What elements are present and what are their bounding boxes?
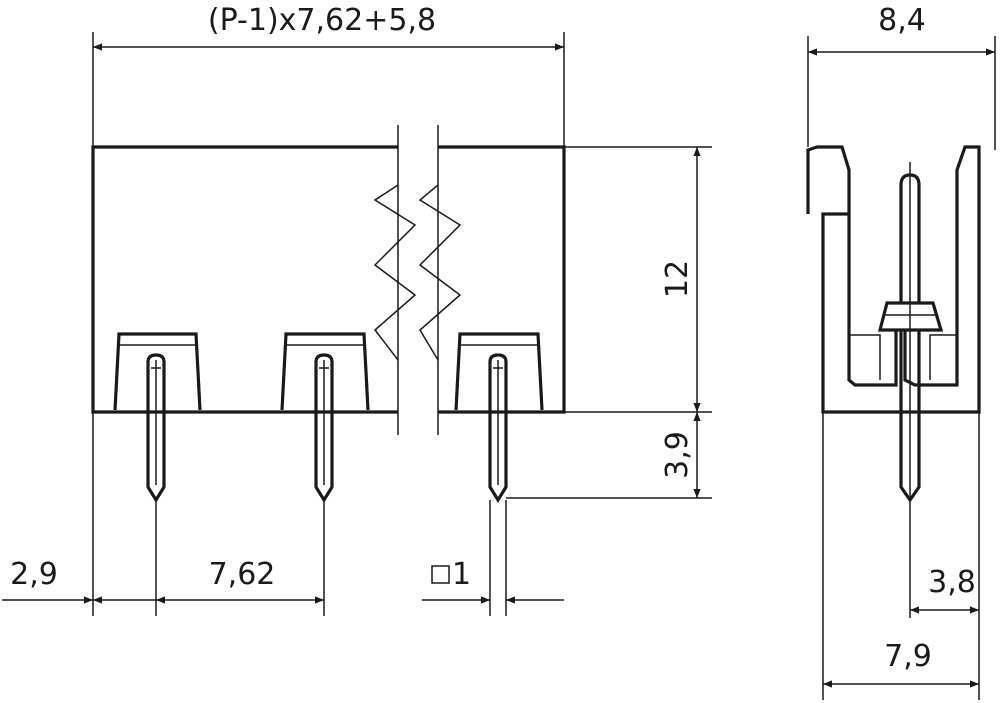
- dim-overall-width: (P-1)x7,62+5,8: [208, 3, 436, 38]
- front-body-left: [91, 145, 398, 414]
- pin-2: [314, 353, 334, 504]
- front-view: [91, 125, 566, 504]
- square-symbol: [431, 565, 450, 584]
- dim-height: 12: [660, 260, 695, 298]
- dim-pin-pitch: 7,62: [209, 557, 276, 592]
- break-zigzag-left: [373, 184, 417, 361]
- front-dimensions: (P-1)x7,62+5,8 12 3,9 2,9 7,62 1: [2, 3, 712, 616]
- side-body-outline: [806, 145, 981, 414]
- dim-pin-protrusion: 3,9: [660, 431, 695, 479]
- pin-3: [488, 353, 508, 504]
- side-pin-collar: [877, 301, 944, 332]
- pin-pocket-1: [113, 332, 202, 411]
- pin-1: [146, 353, 166, 504]
- dim-pin-square: 1: [452, 557, 471, 592]
- side-inner-left: [847, 214, 898, 387]
- break-zigzag-right: [418, 184, 462, 361]
- dim-side-width-top: 8,4: [878, 3, 926, 38]
- dim-side-width-bottom: 7,9: [884, 639, 932, 674]
- pin-pocket-3: [454, 332, 544, 411]
- side-dimensions: 8,4 3,8 7,9: [807, 3, 996, 700]
- front-body-right: [438, 145, 566, 414]
- side-view: [806, 145, 981, 515]
- pin-pocket-2: [280, 332, 370, 411]
- dim-edge-to-first-pin: 2,9: [10, 557, 58, 592]
- dim-side-pin-offset: 3,8: [928, 565, 976, 600]
- side-inner-ledge: [849, 334, 957, 380]
